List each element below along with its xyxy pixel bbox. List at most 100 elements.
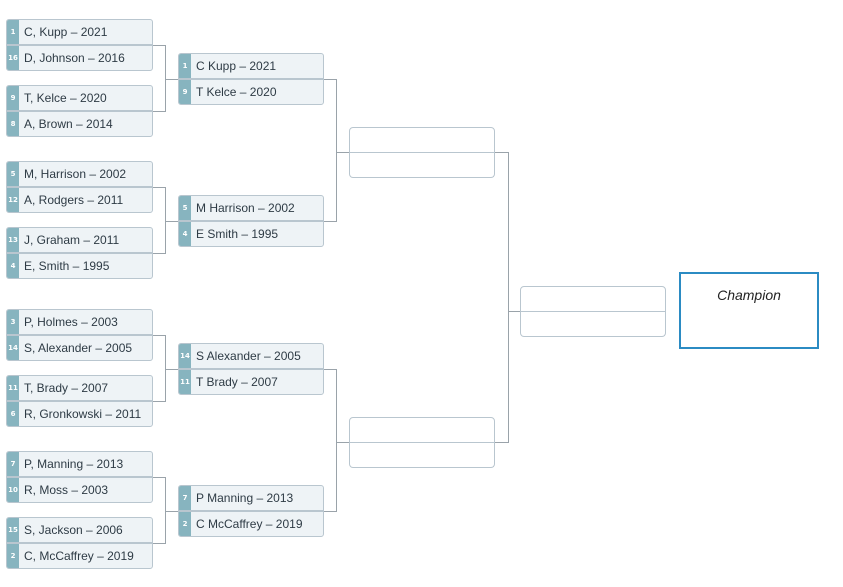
connector-line	[495, 152, 508, 153]
connector-line	[153, 187, 165, 188]
seed-badge: 5	[7, 162, 19, 186]
player-name: E, Smith – 1995	[24, 259, 110, 273]
round1-slot[interactable]: 9 T, Kelce – 2020	[6, 85, 153, 111]
seed-badge: 5	[179, 196, 191, 220]
connector-line	[153, 111, 165, 112]
player-name: C, McCaffrey – 2019	[24, 549, 134, 563]
seed-badge: 12	[7, 188, 19, 212]
seed-badge: 8	[7, 112, 19, 136]
player-name: S Alexander – 2005	[196, 349, 301, 363]
player-name: C, Kupp – 2021	[24, 25, 108, 39]
connector-line	[336, 152, 349, 153]
seed-badge: 9	[179, 80, 191, 104]
player-name: R, Moss – 2003	[24, 483, 109, 497]
connector-line	[508, 152, 509, 443]
connector-line	[336, 369, 337, 512]
player-name: D, Johnson – 2016	[24, 51, 125, 65]
round1-slot[interactable]: 12 A, Rodgers – 2011	[6, 187, 153, 213]
connector-line	[165, 79, 178, 80]
player-name: S, Alexander – 2005	[24, 341, 133, 355]
round2-slot[interactable]: 2 C McCaffrey – 2019	[178, 511, 324, 537]
round1-slot[interactable]: 8 A, Brown – 2014	[6, 111, 153, 137]
player-name: M Harrison – 2002	[196, 201, 295, 215]
connector-line	[153, 253, 165, 254]
player-name: A, Rodgers – 2011	[24, 193, 124, 207]
round2-slot[interactable]: 14 S Alexander – 2005	[178, 343, 324, 369]
player-name: T, Kelce – 2020	[24, 91, 107, 105]
seed-badge: 9	[7, 86, 19, 110]
round1-slot[interactable]: 4 E, Smith – 1995	[6, 253, 153, 279]
seed-badge: 10	[7, 478, 19, 502]
seed-badge: 7	[179, 486, 191, 510]
seed-badge: 1	[7, 20, 19, 44]
connector-line	[324, 511, 336, 512]
round1-slot[interactable]: 15 S, Jackson – 2006	[6, 517, 153, 543]
connector-line	[165, 369, 178, 370]
round1-slot[interactable]: 1 C, Kupp – 2021	[6, 19, 153, 45]
seed-badge: 4	[179, 222, 191, 246]
connector-line	[324, 221, 336, 222]
seed-badge: 14	[179, 344, 191, 368]
round2-slot[interactable]: 1 C Kupp – 2021	[178, 53, 324, 79]
player-name: C McCaffrey – 2019	[196, 517, 303, 531]
connector-line	[324, 369, 336, 370]
seed-badge: 2	[7, 544, 19, 568]
connector-line	[153, 543, 165, 544]
champion-box[interactable]: Champion	[679, 272, 819, 349]
player-name: P Manning – 2013	[196, 491, 294, 505]
round3-empty-slot[interactable]	[349, 443, 495, 468]
seed-badge: 4	[7, 254, 19, 278]
seed-badge: 3	[7, 310, 19, 334]
final-empty-slot[interactable]	[520, 312, 666, 337]
player-name: A, Brown – 2014	[24, 117, 113, 131]
round3-empty-slot[interactable]	[349, 153, 495, 178]
round1-slot[interactable]: 11 T, Brady – 2007	[6, 375, 153, 401]
round3-empty-slot[interactable]	[349, 127, 495, 153]
connector-line	[153, 401, 165, 402]
player-name: E Smith – 1995	[196, 227, 279, 241]
connector-line	[165, 187, 166, 254]
round2-slot[interactable]: 9 T Kelce – 2020	[178, 79, 324, 105]
round1-slot[interactable]: 13 J, Graham – 2011	[6, 227, 153, 253]
round3-empty-slot[interactable]	[349, 417, 495, 443]
connector-line	[165, 335, 166, 402]
connector-line	[336, 442, 349, 443]
connector-line	[324, 79, 336, 80]
player-name: P, Manning – 2013	[24, 457, 124, 471]
round2-slot[interactable]: 5 M Harrison – 2002	[178, 195, 324, 221]
connector-line	[508, 311, 520, 312]
seed-badge: 13	[7, 228, 19, 252]
round1-slot[interactable]: 2 C, McCaffrey – 2019	[6, 543, 153, 569]
player-name: T Brady – 2007	[196, 375, 278, 389]
final-empty-slot[interactable]	[520, 286, 666, 312]
round2-slot[interactable]: 7 P Manning – 2013	[178, 485, 324, 511]
seed-badge: 6	[7, 402, 19, 426]
connector-line	[165, 221, 178, 222]
connector-line	[165, 511, 178, 512]
seed-badge: 15	[7, 518, 19, 542]
champion-label: Champion	[717, 287, 781, 303]
player-name: T Kelce – 2020	[196, 85, 277, 99]
seed-badge: 11	[7, 376, 19, 400]
round1-slot[interactable]: 16 D, Johnson – 2016	[6, 45, 153, 71]
connector-line	[165, 477, 166, 544]
seed-badge: 2	[179, 512, 191, 536]
seed-badge: 16	[7, 46, 19, 70]
round1-slot[interactable]: 10 R, Moss – 2003	[6, 477, 153, 503]
seed-badge: 1	[179, 54, 191, 78]
round1-slot[interactable]: 14 S, Alexander – 2005	[6, 335, 153, 361]
player-name: T, Brady – 2007	[24, 381, 109, 395]
player-name: S, Jackson – 2006	[24, 523, 123, 537]
connector-line	[336, 79, 337, 222]
player-name: J, Graham – 2011	[24, 233, 120, 247]
connector-line	[153, 45, 165, 46]
player-name: C Kupp – 2021	[196, 59, 277, 73]
round2-slot[interactable]: 4 E Smith – 1995	[178, 221, 324, 247]
seed-badge: 14	[7, 336, 19, 360]
